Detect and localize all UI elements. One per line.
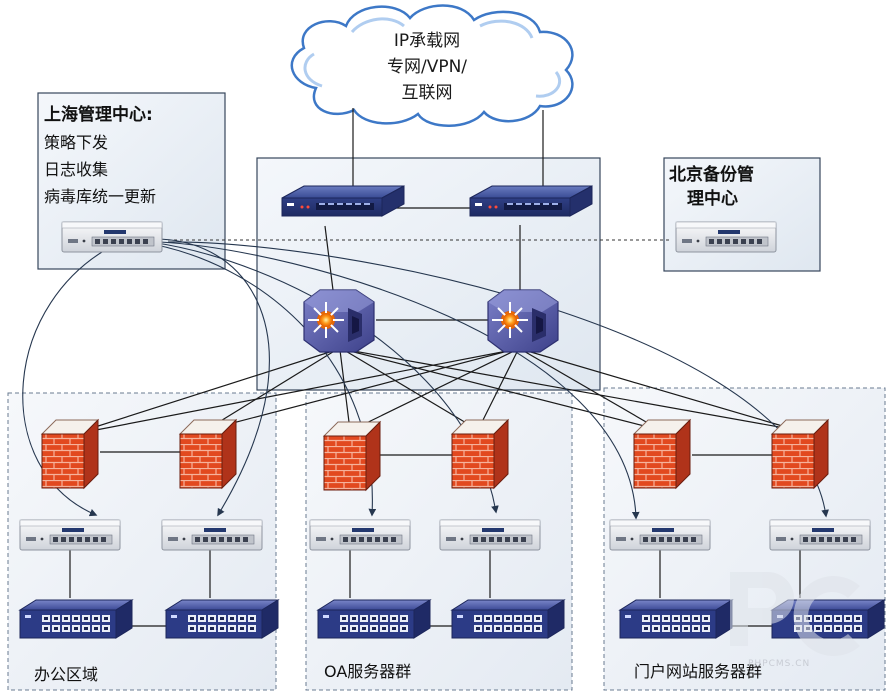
watermark-logo: [730, 572, 860, 656]
firewall-icon-oa-2[interactable]: [451, 419, 509, 489]
beijing-security-appliance-icon[interactable]: [675, 221, 777, 253]
router-icon-right[interactable]: [469, 185, 593, 217]
cloud-label-line2: 专网/VPN/: [387, 57, 467, 77]
oa-access-switch-icon-1[interactable]: [317, 599, 431, 639]
oa-appliance-icon-1[interactable]: [309, 519, 411, 551]
firewall-icon-portal-2[interactable]: [771, 419, 829, 489]
watermark-text: PHPCMS.CN: [748, 659, 810, 669]
firewall-icon-office-2[interactable]: [179, 419, 237, 489]
shanghai-panel-item: 日志收集: [44, 160, 108, 179]
office-access-switch-icon-1[interactable]: [19, 599, 133, 639]
shanghai-security-appliance-icon[interactable]: [61, 221, 163, 253]
portal-access-switch-icon-1[interactable]: [619, 599, 733, 639]
shanghai-panel-title: 上海管理中心:: [44, 104, 153, 125]
core-switch-icon-right[interactable]: [487, 289, 559, 353]
beijing-panel-title-line1: 北京备份管: [669, 164, 754, 185]
office-zone-label: 办公区域: [34, 665, 98, 684]
office-access-switch-icon-2[interactable]: [165, 599, 279, 639]
oa-zone-label: OA服务器群: [324, 662, 411, 681]
firewall-icon-oa-1[interactable]: [323, 421, 381, 491]
cloud-icon: [290, 4, 574, 127]
office-appliance-icon-1[interactable]: [19, 519, 121, 551]
router-icon-left[interactable]: [281, 185, 405, 217]
firewall-icon-portal-1[interactable]: [633, 419, 691, 489]
portal-appliance-icon-1[interactable]: [609, 519, 711, 551]
shanghai-panel-item: 策略下发: [44, 133, 108, 152]
beijing-panel-title-line2: 理中心: [687, 188, 738, 209]
core-switch-icon-left[interactable]: [303, 289, 375, 353]
portal-zone-label: 门户网站服务器群: [634, 662, 762, 681]
oa-access-switch-icon-2[interactable]: [451, 599, 565, 639]
oa-appliance-icon-2[interactable]: [439, 519, 541, 551]
cloud-label-line1: IP承载网: [394, 31, 460, 51]
office-appliance-icon-2[interactable]: [161, 519, 263, 551]
cloud-label-line3: 互联网: [402, 83, 453, 103]
shanghai-panel-item: 病毒库统一更新: [44, 187, 156, 206]
firewall-icon-office-1[interactable]: [41, 419, 99, 489]
portal-appliance-icon-2[interactable]: [769, 519, 871, 551]
